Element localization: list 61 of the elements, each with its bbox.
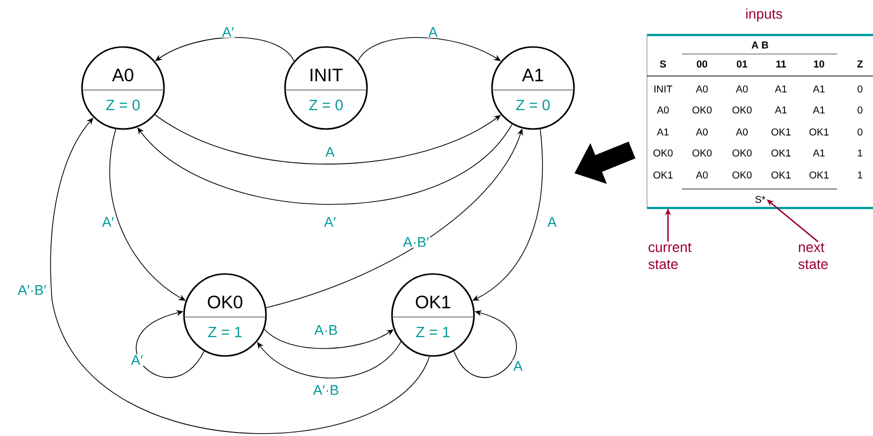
table-cell: A1	[774, 86, 787, 92]
table-cell: OK1	[809, 171, 829, 179]
table-cell: OK1	[771, 149, 791, 157]
table-cell: A0	[736, 85, 748, 93]
table-cell: A1	[812, 106, 825, 114]
edge-label: A′	[101, 216, 115, 228]
table-cell: A0	[696, 128, 708, 136]
table-cell: 0	[858, 85, 862, 93]
edge-label: A	[427, 26, 439, 38]
table-cell: A0	[696, 171, 708, 179]
edge-label: A′	[323, 216, 337, 228]
table-cell: A0	[736, 128, 748, 136]
arrow	[454, 310, 517, 378]
table-cell: OK0	[732, 171, 752, 179]
arrow	[257, 341, 402, 378]
table-footer: S*	[755, 196, 766, 203]
table-cell: A0	[696, 85, 708, 93]
table-cell: OK0	[732, 149, 752, 157]
edge-label: A′	[130, 354, 144, 366]
table-cell: OK0	[732, 106, 752, 114]
edge-label: A	[324, 146, 336, 158]
table-header: 00	[696, 60, 708, 68]
table-header: S	[660, 60, 666, 68]
edge-label: A′·B′	[16, 284, 48, 296]
table-cell: OK1	[809, 128, 829, 136]
table-cell: OK1	[653, 171, 673, 179]
table-cell: OK1	[771, 171, 791, 179]
arrow	[358, 37, 501, 62]
table-cell: A1	[812, 150, 825, 156]
table-header: A B	[752, 42, 768, 48]
table-cell: A0	[656, 106, 669, 114]
table-cell: OK0	[653, 149, 673, 157]
arrow	[50, 118, 430, 434]
table-cell: A1	[812, 86, 825, 92]
arrow	[136, 310, 205, 378]
annotation-text: current state	[648, 242, 692, 270]
table-cell: 1	[858, 150, 862, 156]
table-cell: A1	[774, 106, 787, 114]
edge-label: A′·B	[312, 384, 340, 396]
table-cell: 0	[858, 106, 862, 114]
edge-label: A·B′	[402, 236, 430, 248]
label: inputs	[746, 8, 782, 22]
annotation-text: next state	[798, 242, 828, 270]
table-header: 11	[776, 60, 786, 68]
edge-label: A	[546, 216, 558, 228]
table-cell: OK0	[692, 149, 712, 157]
table-cell: A1	[656, 128, 669, 136]
table-header: 01	[736, 60, 748, 68]
table-header: Z	[857, 60, 863, 68]
arrow	[154, 114, 501, 164]
table-header: 10	[814, 60, 824, 68]
edge-label: A	[512, 360, 524, 372]
edge-label: A′	[221, 26, 235, 38]
table-cell: OK1	[771, 128, 791, 136]
table-frame	[646, 34, 873, 210]
table-cell: 1	[858, 172, 862, 178]
arrow	[155, 37, 294, 62]
edge-label: A·B	[313, 324, 339, 336]
table-cell: 0	[858, 128, 862, 136]
table-cell: INIT	[654, 86, 672, 92]
table-cell: OK0	[692, 106, 712, 114]
